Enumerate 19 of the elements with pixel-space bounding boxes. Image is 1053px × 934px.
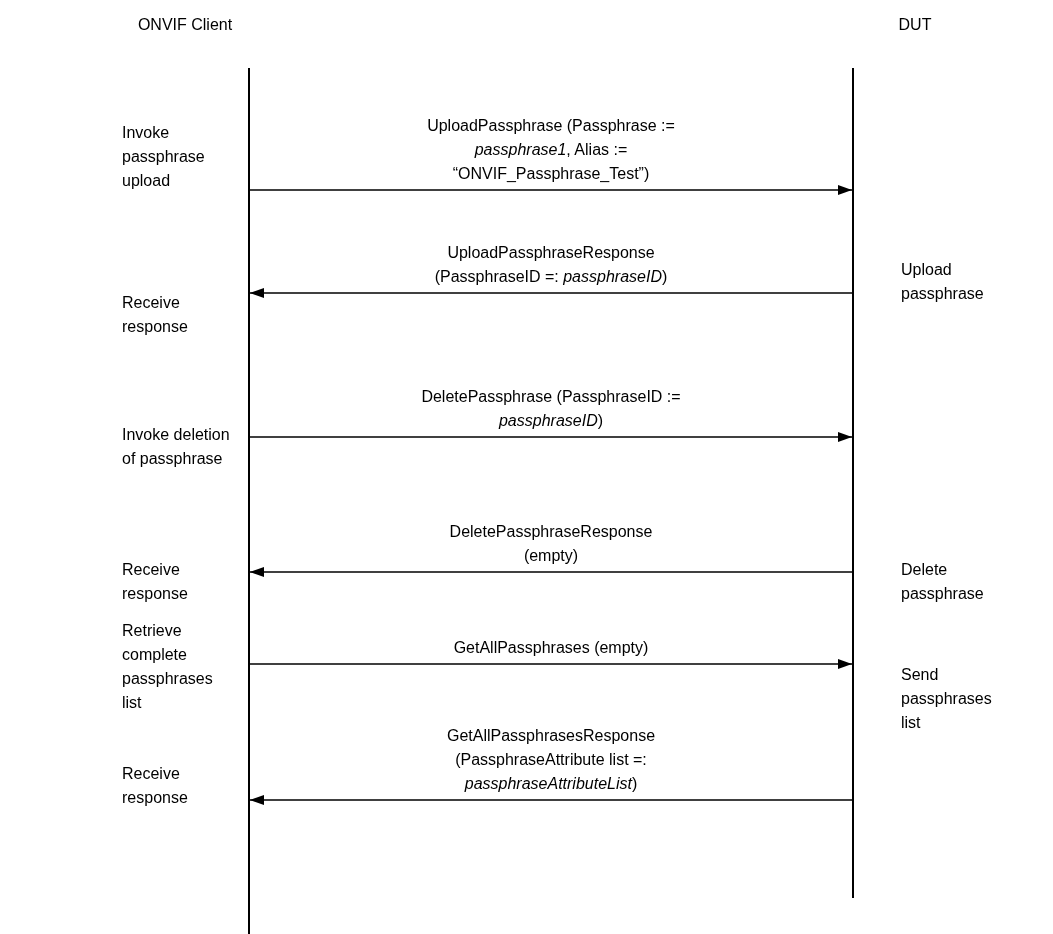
- step-note: Receive response: [122, 560, 189, 604]
- message-arrow: [249, 185, 853, 195]
- step-note: Delete passphrase: [901, 560, 985, 604]
- lifeline: [248, 68, 250, 934]
- lifeline: [852, 68, 854, 898]
- message-arrow: [249, 795, 853, 805]
- participant-label: DUT: [880, 13, 950, 37]
- step-note: Receive response: [122, 293, 189, 337]
- message-arrow: [249, 659, 853, 669]
- message-arrow: [249, 567, 853, 577]
- step-note: Invoke passphrase upload: [122, 123, 206, 191]
- step-note: Retrieve complete passphrases list: [122, 621, 214, 713]
- step-note: Upload passphrase: [901, 260, 985, 304]
- message-arrow: [249, 432, 853, 442]
- message-arrow: [249, 288, 853, 298]
- step-note: Invoke deletion of passphrase: [122, 425, 231, 469]
- step-note: Receive response: [122, 764, 189, 808]
- participant-label: ONVIF Client: [110, 13, 260, 37]
- step-note: Send passphrases list: [901, 665, 993, 733]
